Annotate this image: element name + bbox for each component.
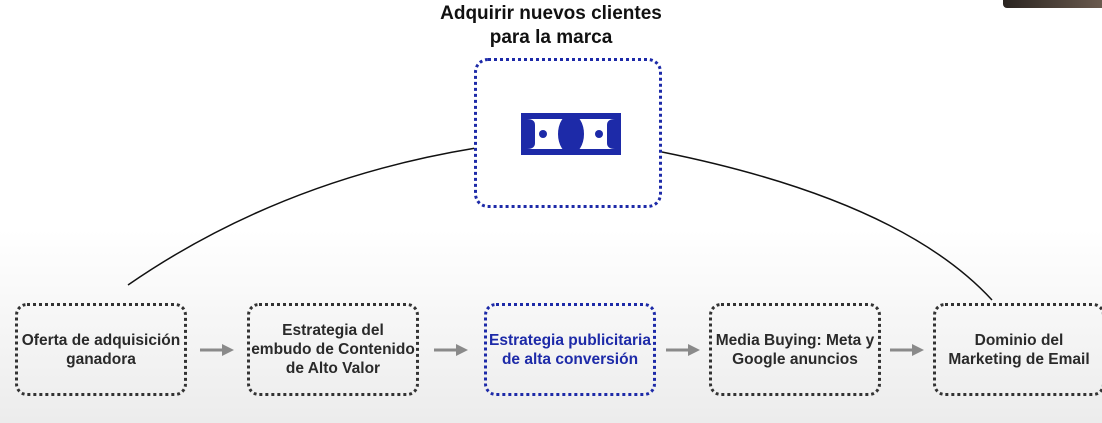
goal-node <box>474 58 662 208</box>
diagram-title: Adquirir nuevos clientes para la marca <box>381 2 721 50</box>
right-curve <box>661 151 993 301</box>
arrow-right-icon <box>434 344 468 356</box>
arrow-right-icon <box>200 344 234 356</box>
step-estrategia-publicitaria: Estrategia publicitaria de alta conversi… <box>484 303 656 396</box>
step-embudo: Estrategia del embudo de Contenido de Al… <box>247 303 419 396</box>
step-media-buying: Media Buying: Meta y Google anuncios <box>709 303 881 396</box>
video-thumbnail <box>1003 0 1102 8</box>
step-label: Dominio del Marketing de Email <box>948 331 1090 368</box>
title-line-2: para la marca <box>489 27 613 48</box>
money-bill-icon <box>521 113 621 155</box>
step-label: Estrategia publicitaria de alta conversi… <box>489 331 651 368</box>
step-oferta: Oferta de adquisición ganadora <box>15 303 187 396</box>
step-label: Oferta de adquisición ganadora <box>21 331 181 368</box>
step-email-marketing: Dominio del Marketing de Email <box>933 303 1102 396</box>
left-curve <box>127 147 477 286</box>
arrow-right-icon <box>890 344 924 356</box>
title-line-1: Adquirir nuevos clientes <box>440 3 662 24</box>
step-label: Media Buying: Meta y Google anuncios <box>715 331 875 368</box>
arrow-right-icon <box>666 344 700 356</box>
step-label: Estrategia del embudo de Contenido de Al… <box>251 322 415 377</box>
